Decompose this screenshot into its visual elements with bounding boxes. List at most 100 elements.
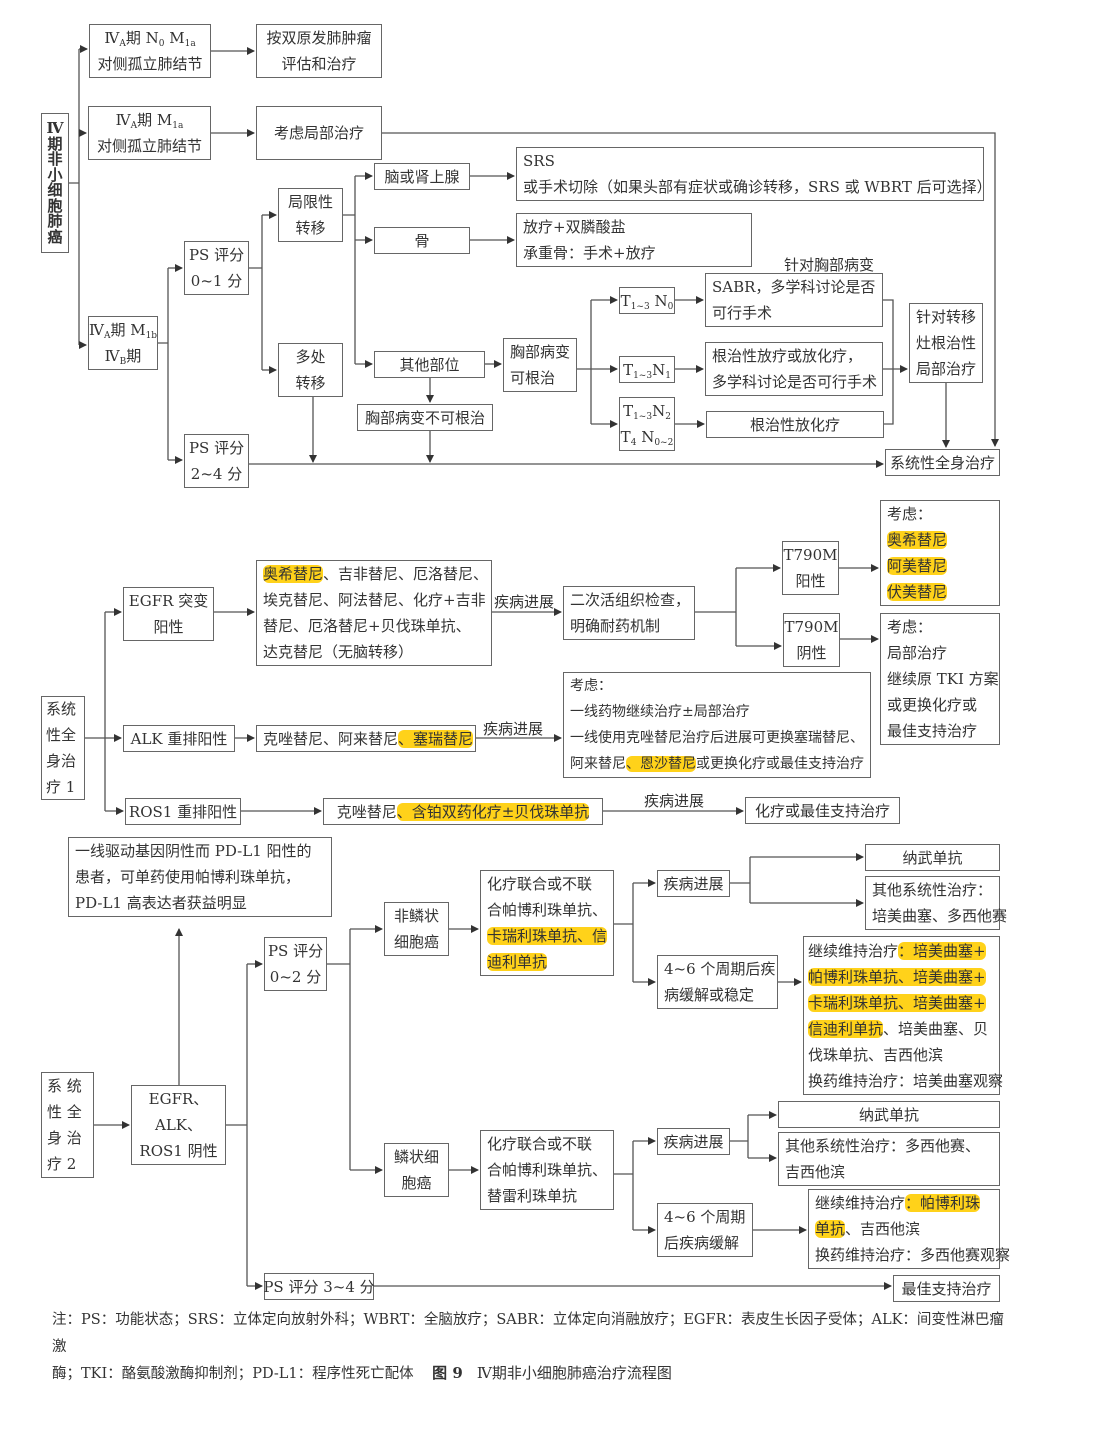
- text-segment: 多处: [295, 348, 326, 366]
- text-line: SABR，多学科讨论是否: [712, 274, 875, 300]
- text-line: Ⅳ: [46, 119, 64, 137]
- metastasis-local-treatment-box: 针对转移灶根治性局部治疗: [909, 303, 983, 383]
- text-segment: 局部治疗: [916, 360, 977, 378]
- subscript: 0: [667, 301, 674, 312]
- text-segment: ALK、: [155, 1116, 202, 1134]
- dual-primary-eval-box: 按双原发肺肿瘤评估和治疗: [256, 24, 382, 78]
- text-segment: 胸部病变: [510, 343, 571, 361]
- text-line: ALK 重排阳性: [131, 726, 228, 752]
- text-line: 病缓解或稳定: [664, 982, 754, 1008]
- text-segment: 吉西他滨: [785, 1163, 846, 1181]
- text-line: ⅣA期 N0 M1a: [104, 25, 195, 51]
- text-segment: 患者，可单药使用帕博利珠单抗，: [75, 868, 301, 886]
- text-segment: 期: [126, 347, 142, 365]
- text-segment: 肺: [47, 212, 63, 230]
- text-segment: T: [620, 428, 631, 446]
- text-line: 培美曲塞、多西他赛: [872, 903, 1007, 929]
- text-segment: 转移: [295, 219, 326, 237]
- text-segment: T: [623, 360, 634, 379]
- text-segment: EGFR、: [148, 1090, 209, 1108]
- text-line: 放疗+双膦酸盐: [523, 214, 626, 240]
- text-segment: Ⅳ: [46, 119, 64, 137]
- nivolumab-box-1: 纳武单抗: [865, 844, 1000, 871]
- text-line: 根治性放化疗: [750, 412, 840, 438]
- text-segment: 针对转移: [916, 308, 977, 326]
- highlighted-text: 、塞瑞替尼: [398, 729, 474, 748]
- text-line: 可根治: [510, 365, 555, 391]
- figure-title: Ⅳ期非小细胞肺癌治疗流程图: [476, 1364, 672, 1382]
- text-segment: 考虑：: [887, 505, 933, 523]
- text-line: 期: [47, 136, 62, 153]
- text-segment: 承重骨：手术+放疗: [523, 244, 656, 262]
- text-segment: 阴性: [796, 644, 827, 662]
- text-line: PS 评分: [268, 938, 323, 964]
- text-line: 替尼、厄洛替尼+贝伐珠单抗、: [263, 613, 471, 639]
- text-line: 一线使用克唑替尼治疗后进展可更换塞瑞替尼、: [570, 725, 864, 751]
- maintenance-box-1: 继续维持治疗：培美曲塞+帕博利珠单抗、培美曲塞+卡瑞利珠单抗、培美曲塞+信迪利单…: [803, 936, 1003, 1095]
- text-segment: N: [649, 291, 668, 310]
- text-line: 身治: [46, 748, 76, 774]
- subscript: A: [130, 121, 138, 131]
- text-segment: EGFR 突变: [128, 592, 209, 610]
- text-segment: 化疗联合或不联: [487, 1135, 593, 1153]
- text-segment: 培美曲塞、多西他赛: [872, 907, 1008, 925]
- alk-progression-consider-box: 考虑：一线药物继续治疗±局部治疗一线使用克唑替尼治疗后进展可更换塞瑞替尼、阿来替…: [563, 672, 871, 778]
- text-segment: 脑或肾上腺: [384, 167, 460, 186]
- text-segment: 身 治: [47, 1129, 82, 1147]
- text-line: 一线药物继续治疗±局部治疗: [570, 699, 750, 725]
- text-line: 纳武单抗: [859, 1102, 919, 1128]
- text-line: 阿来替尼、恩沙替尼或更换化疗或最佳支持治疗: [570, 751, 864, 777]
- t1-3-n1-box: T1~3N1: [619, 356, 675, 383]
- text-segment: 小: [47, 165, 63, 184]
- systemic-therapy-box: 系统性全身治疗: [885, 449, 1000, 476]
- text-line: 系 统: [47, 1073, 82, 1099]
- text-line: 脑或肾上腺: [384, 164, 459, 190]
- text-segment: 系统: [46, 700, 77, 718]
- text-line: 细: [47, 182, 62, 199]
- text-line: T1~3N1: [623, 357, 671, 383]
- text-segment: 可行手术: [712, 304, 773, 322]
- text-line: 性 全: [47, 1099, 82, 1125]
- text-segment: 或手术切除（如果头部有症状或确诊转移，SRS 或 WBRT 后可选择）: [523, 178, 992, 196]
- highlighted-text: 奥希替尼: [887, 531, 948, 549]
- text-line: 0~2 分: [270, 964, 321, 990]
- text-segment: 0~1 分: [190, 272, 243, 290]
- text-line: 4~6 个周期: [664, 1204, 745, 1230]
- egfr-positive-box: EGFR 突变阳性: [123, 587, 214, 641]
- t1-3-n0-box: T1~3 N0: [619, 287, 675, 314]
- progression-label-egfr: 疾病进展: [494, 593, 555, 611]
- text-segment: 化疗联合或不联: [487, 875, 593, 893]
- text-segment: N: [652, 402, 666, 420]
- subscript: B: [119, 357, 127, 367]
- text-line: 可行手术: [712, 300, 772, 326]
- text-segment: 非: [47, 150, 63, 168]
- highlighted-text: 、含铂双药化疗±贝伐珠单抗: [396, 802, 590, 821]
- text-line: 系统: [46, 696, 76, 722]
- squamous-treatment-box: 化疗联合或不联合帕博利珠单抗、替雷利珠单抗: [480, 1130, 614, 1210]
- text-segment: 后疾病缓解: [664, 1234, 740, 1252]
- subscript: 1a: [172, 121, 184, 131]
- text-line: 阴性: [796, 640, 826, 666]
- text-line: ROS1 重排阳性: [129, 799, 237, 825]
- text-segment: 期 M: [137, 111, 173, 129]
- text-line: 伏美替尼: [887, 579, 948, 605]
- text-line: 伐珠单抗、吉西他滨: [808, 1042, 943, 1068]
- ps-score-3-4-box: PS 评分 3~4 分: [263, 1273, 375, 1300]
- text-line: 多处: [295, 344, 325, 370]
- text-line: ⅣB期: [105, 343, 142, 369]
- text-line: 0~1 分: [191, 268, 242, 294]
- text-line: 阿美替尼: [887, 553, 948, 579]
- subscript: A: [119, 39, 126, 49]
- text-segment: 达克替尼（无脑转移）: [263, 643, 414, 661]
- text-line: 胞癌: [401, 1170, 431, 1196]
- text-segment: 疗 2: [47, 1155, 77, 1173]
- text-line: 最佳支持治疗: [887, 718, 977, 744]
- text-line: PS 评分: [189, 242, 244, 268]
- subscript: 1~3: [633, 370, 653, 381]
- text-segment: 、吉西他滨: [845, 1220, 921, 1238]
- text-segment: 癌: [47, 227, 63, 246]
- text-segment: SABR，多学科讨论是否: [712, 278, 876, 296]
